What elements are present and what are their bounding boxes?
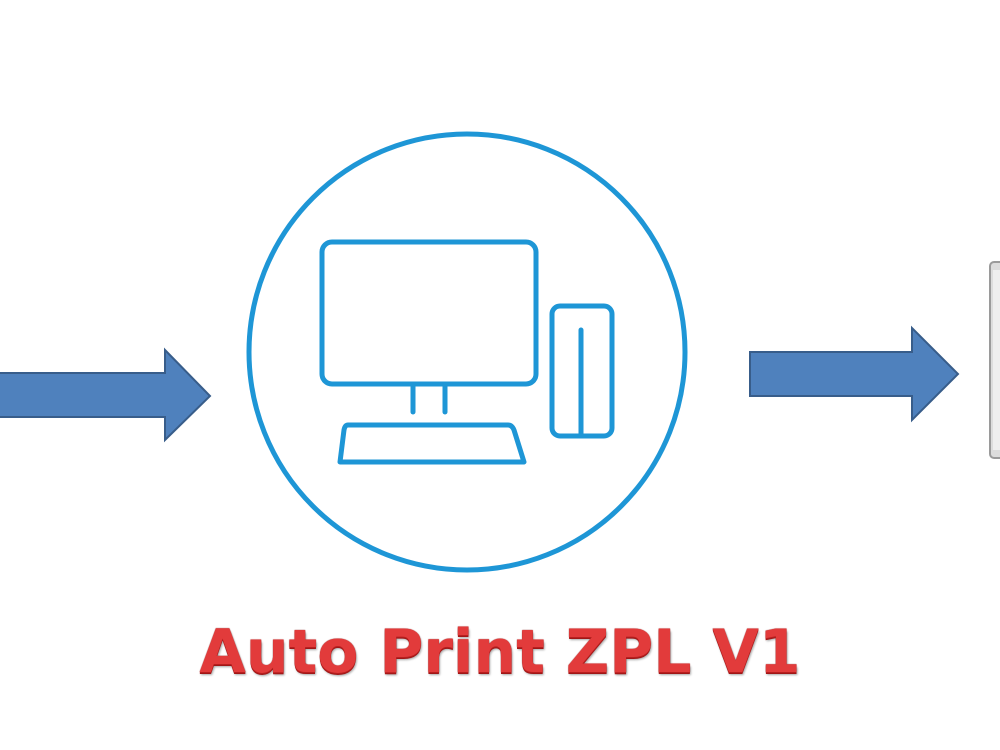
keyboard-icon: [337, 422, 527, 465]
printer-shade: [993, 270, 1000, 450]
computer-node: [246, 131, 688, 573]
output-arrow-icon: [749, 325, 960, 423]
computer-node-circle: [246, 131, 688, 573]
input-arrow-icon: [0, 347, 212, 443]
diagram-title: Auto Print ZPL V1: [199, 617, 801, 687]
printer-icon: [989, 261, 1000, 459]
desktop-computer-icon: [319, 239, 615, 465]
monitor-icon: [319, 239, 539, 387]
